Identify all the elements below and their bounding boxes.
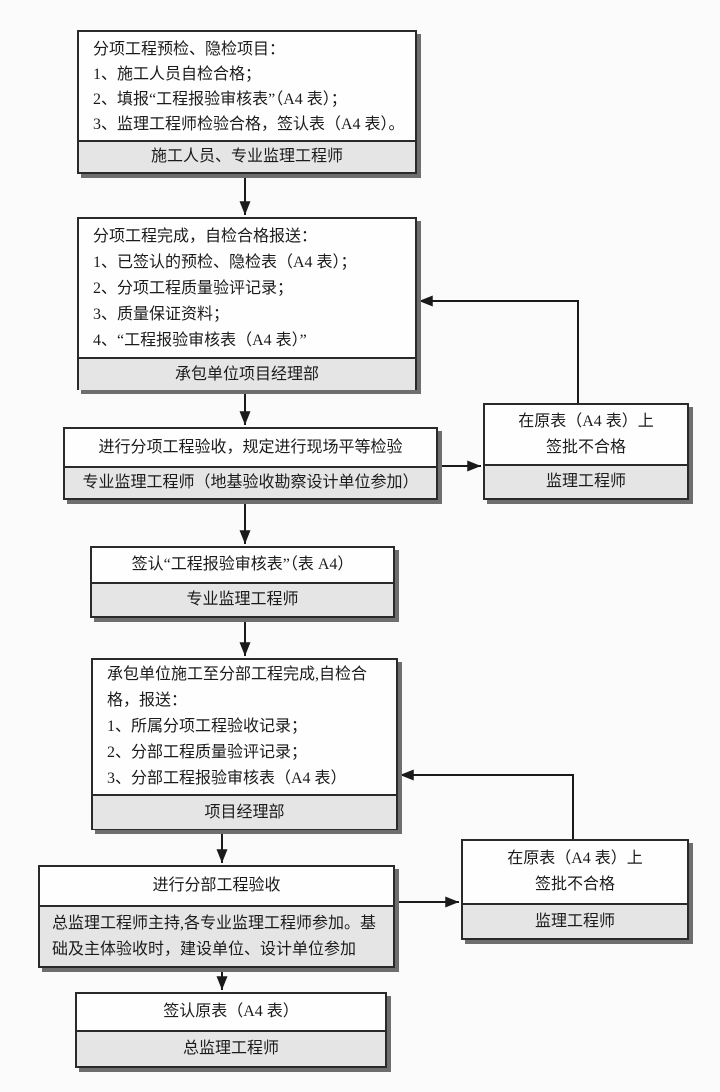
box-body: 在原表（A4 表）上 签批不合格	[518, 412, 654, 456]
box-body: 签认原表（A4 表）	[163, 1003, 299, 1020]
box-footer: 施工人员、专业监理工程师	[79, 140, 415, 172]
box-reject-sign-division: 在原表（A4 表）上 签批不合格 监理工程师	[461, 839, 689, 940]
box-body: 承包单位施工至分部工程完成,自检合格，报送： 1、所属分项工程验收记录； 2、分…	[107, 666, 368, 787]
box-division-acceptance: 进行分部工程验收 总监理工程师主持,各专业监理工程师参加。基础及主体验收时，建设…	[38, 865, 395, 968]
box-footer: 监理工程师	[485, 464, 687, 498]
arrow-reject-back-to-report	[419, 295, 579, 403]
box-body: 进行分部工程验收	[152, 877, 281, 894]
box-body: 分项工程完成，自检合格报送： 1、已签认的预检、隐检表（A4 表）； 2、分项工…	[93, 228, 357, 349]
box-body: 分项工程预检、隐检项目： 1、施工人员自检合格； 2、填报“工程报验审核表”（A…	[93, 41, 405, 133]
box-body: 进行分项工程验收，规定进行现场平等检验	[98, 438, 403, 456]
box-body: 在原表（A4 表）上 签批不合格	[507, 850, 643, 893]
box-division-completion-report: 承包单位施工至分部工程完成,自检合格，报送： 1、所属分项工程验收记录； 2、分…	[91, 658, 398, 830]
box-sign-original-form: 签认原表（A4 表） 总监理工程师	[75, 992, 387, 1068]
box-reject-sign-subitem: 在原表（A4 表）上 签批不合格 监理工程师	[483, 403, 689, 500]
box-footer: 项目经理部	[93, 794, 396, 829]
box-footer: 专业监理工程师	[92, 582, 393, 616]
box-footer: 总监理工程师	[77, 1030, 385, 1066]
box-preinspection-items: 分项工程预检、隐检项目： 1、施工人员自检合格； 2、填报“工程报验审核表”（A…	[77, 30, 417, 174]
box-footer: 承包单位项目经理部	[79, 357, 415, 390]
box-footer: 专业监理工程师（地基验收勘察设计单位参加）	[65, 466, 436, 498]
box-footer: 监理工程师	[463, 903, 687, 938]
box-body: 签认“工程报验审核表”（表 A4）	[131, 556, 354, 573]
arrow-reject-back-to-division-report	[400, 769, 574, 839]
box-subitem-completion-report: 分项工程完成，自检合格报送： 1、已签认的预检、隐检表（A4 表）； 2、分项工…	[77, 217, 417, 390]
box-footer: 总监理工程师主持,各专业监理工程师参加。基础及主体验收时，建设单位、设计单位参加	[40, 905, 393, 966]
box-sign-review-form: 签认“工程报验审核表”（表 A4） 专业监理工程师	[90, 546, 395, 618]
box-subitem-acceptance: 进行分项工程验收，规定进行现场平等检验 专业监理工程师（地基验收勘察设计单位参加…	[63, 427, 438, 500]
